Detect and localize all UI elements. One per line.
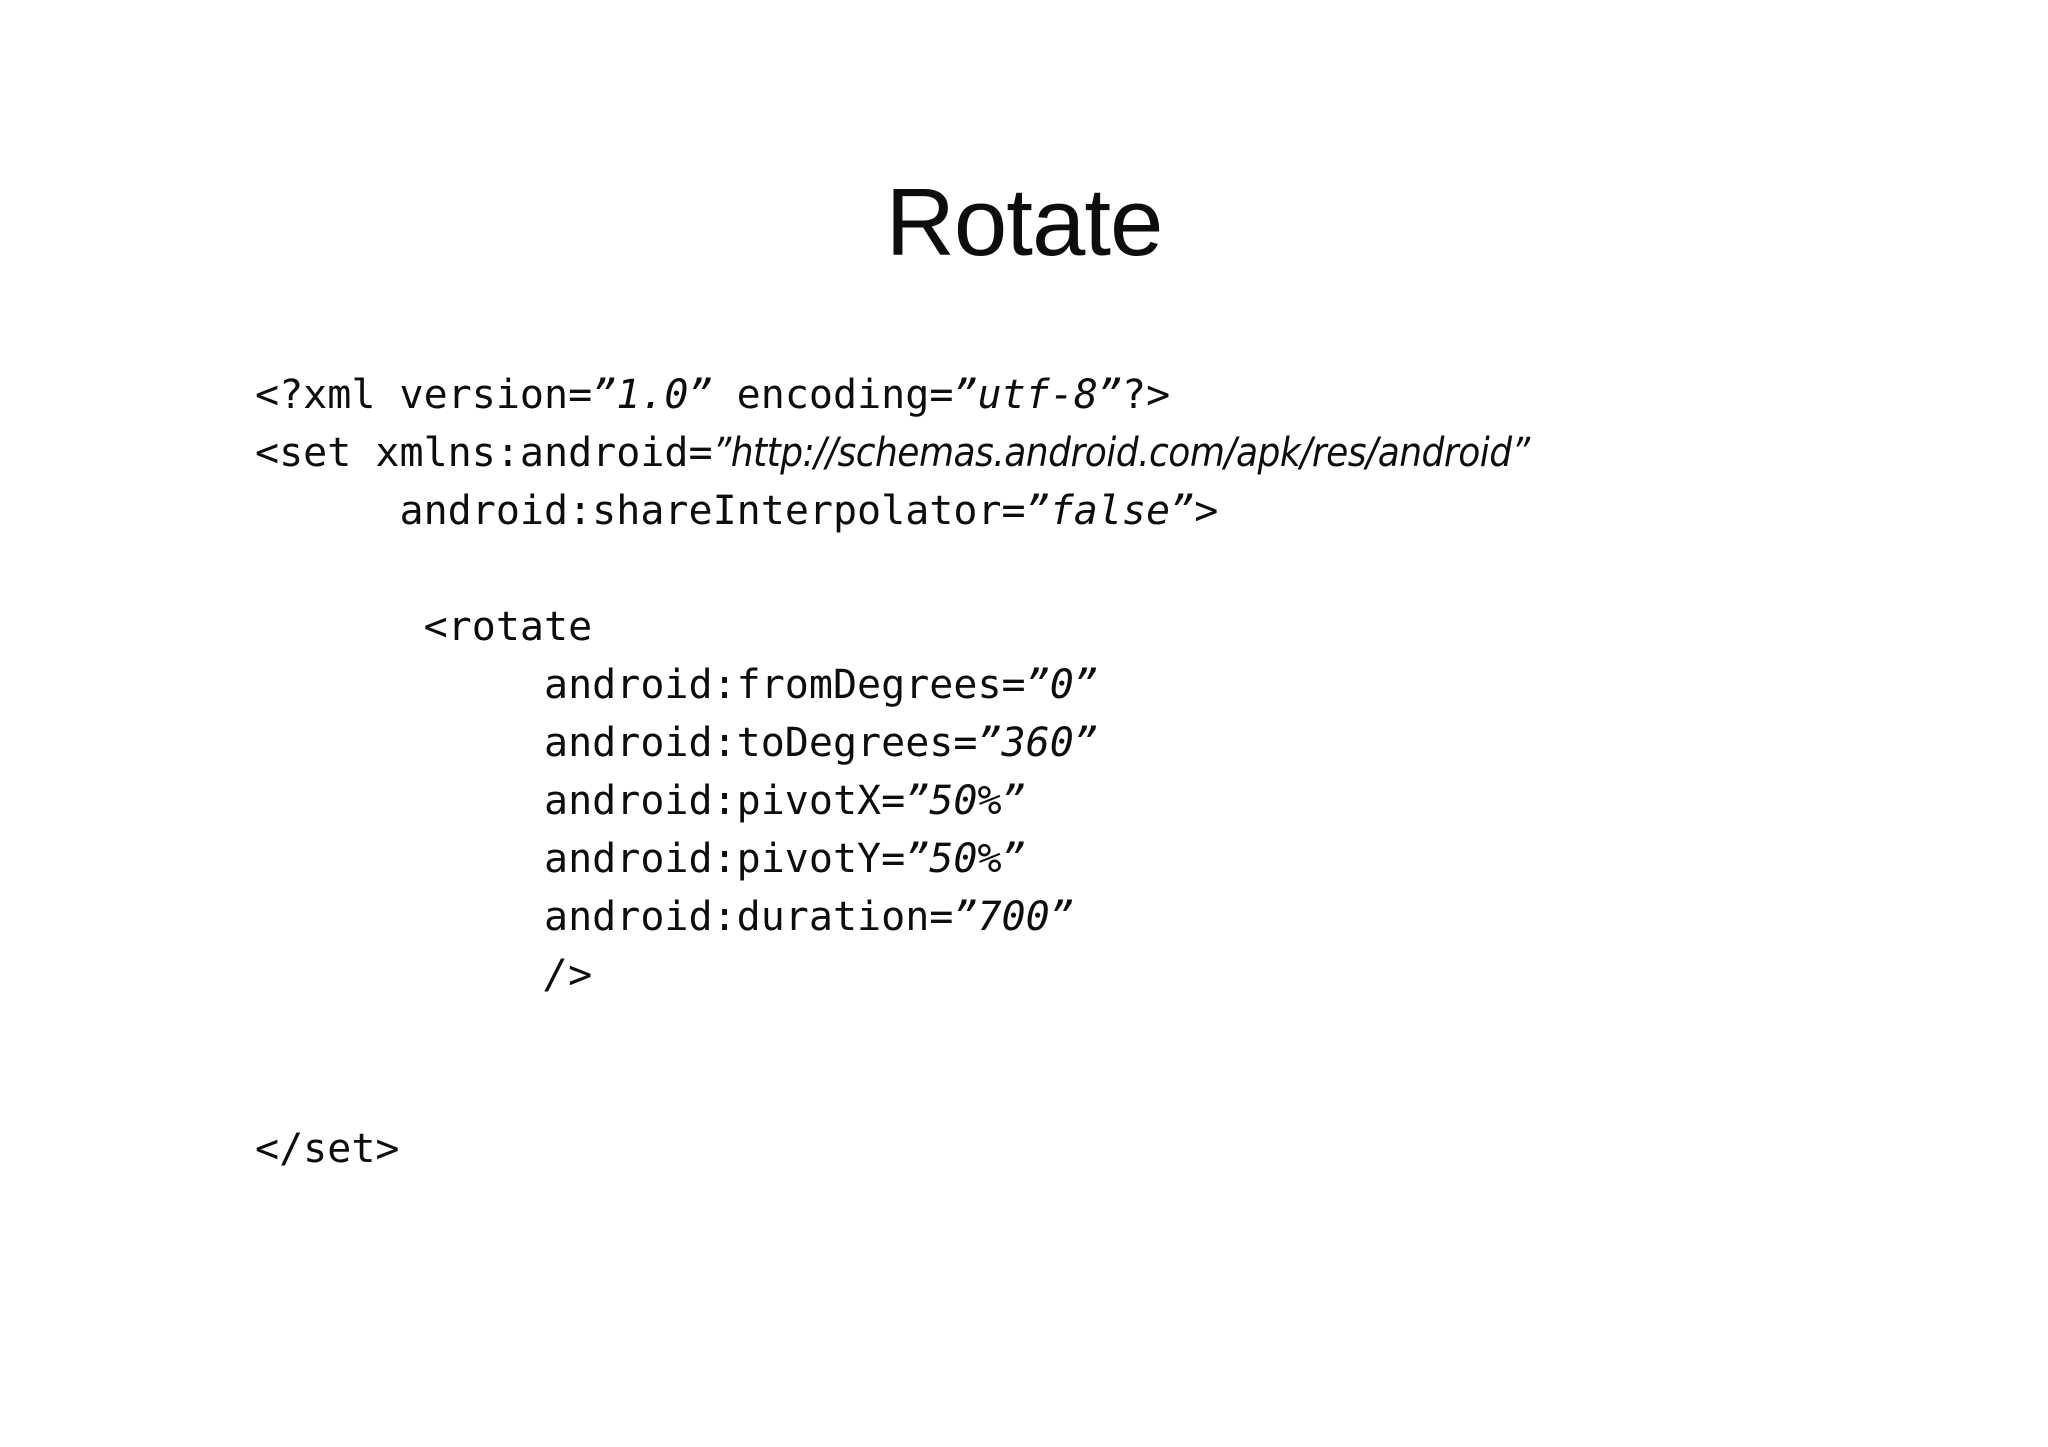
code-token-markup: ?> xyxy=(1122,372,1171,418)
page-title: Rotate xyxy=(885,169,1164,276)
line-blank-1 xyxy=(255,540,1530,598)
line-pivot-y: android:pivotY=”50%” xyxy=(255,830,1530,888)
line-share-interpolator: android:shareInterpolator=”false”> xyxy=(255,482,1530,540)
code-indent xyxy=(255,836,544,882)
code-token-value: ”0” xyxy=(1025,662,1098,708)
code-token-markup: <?xml version= xyxy=(255,372,593,418)
code-token-value: ”50%” xyxy=(905,778,1026,824)
code-indent xyxy=(255,604,424,650)
line-to-degrees: android:toDegrees=”360” xyxy=(255,714,1530,772)
code-token-markup: android:duration= xyxy=(543,894,954,940)
code-indent xyxy=(255,952,544,998)
code-token-value: ”700” xyxy=(953,894,1074,940)
code-token-markup: android:pivotX= xyxy=(543,778,906,824)
line-duration: android:duration=”700” xyxy=(255,888,1530,946)
code-indent xyxy=(255,488,400,534)
code-token-value: /> xyxy=(543,952,593,998)
line-rotate-close: /> xyxy=(255,946,1530,1004)
code-indent xyxy=(255,894,544,940)
line-blank-3 xyxy=(255,1062,1530,1120)
code-indent xyxy=(255,720,544,766)
code-token-markup: android:shareInterpolator= xyxy=(399,488,1026,534)
code-token-value: ”http://schemas.android.com/apk/res/andr… xyxy=(712,430,1531,476)
code-token-value: ”360” xyxy=(977,720,1098,766)
code-token-markup: <rotate xyxy=(423,604,593,650)
line-rotate-open: <rotate xyxy=(255,598,1530,656)
code-token-markup: android:pivotY= xyxy=(543,836,906,882)
line-pivot-x: android:pivotX=”50%” xyxy=(255,772,1530,830)
line-xml-decl: <?xml version=”1.0” encoding=”utf-8”?> xyxy=(255,366,1530,424)
code-token-markup: </set> xyxy=(255,1126,400,1172)
code-indent xyxy=(255,778,544,824)
code-token-value: ”50%” xyxy=(905,836,1026,882)
code-token-markup: <set xmlns:android= xyxy=(255,430,713,476)
code-block-rotate-xml: <?xml version=”1.0” encoding=”utf-8”?><s… xyxy=(255,366,1530,1178)
line-blank-2 xyxy=(255,1004,1530,1062)
code-token-value: ”1.0” xyxy=(592,372,713,418)
code-token-markup: android:fromDegrees= xyxy=(543,662,1026,708)
code-token-markup: encoding= xyxy=(736,372,954,418)
code-token-markup: android:toDegrees= xyxy=(543,720,978,766)
line-set-close: </set> xyxy=(255,1120,1530,1178)
code-indent xyxy=(255,662,544,708)
line-from-degrees: android:fromDegrees=”0” xyxy=(255,656,1530,714)
code-token-markup xyxy=(713,372,737,418)
code-token-value: ”false”> xyxy=(1025,488,1219,534)
line-set-open: <set xmlns:android=”http://schemas.andro… xyxy=(255,424,1530,482)
code-token-value: ”utf-8” xyxy=(953,372,1122,418)
